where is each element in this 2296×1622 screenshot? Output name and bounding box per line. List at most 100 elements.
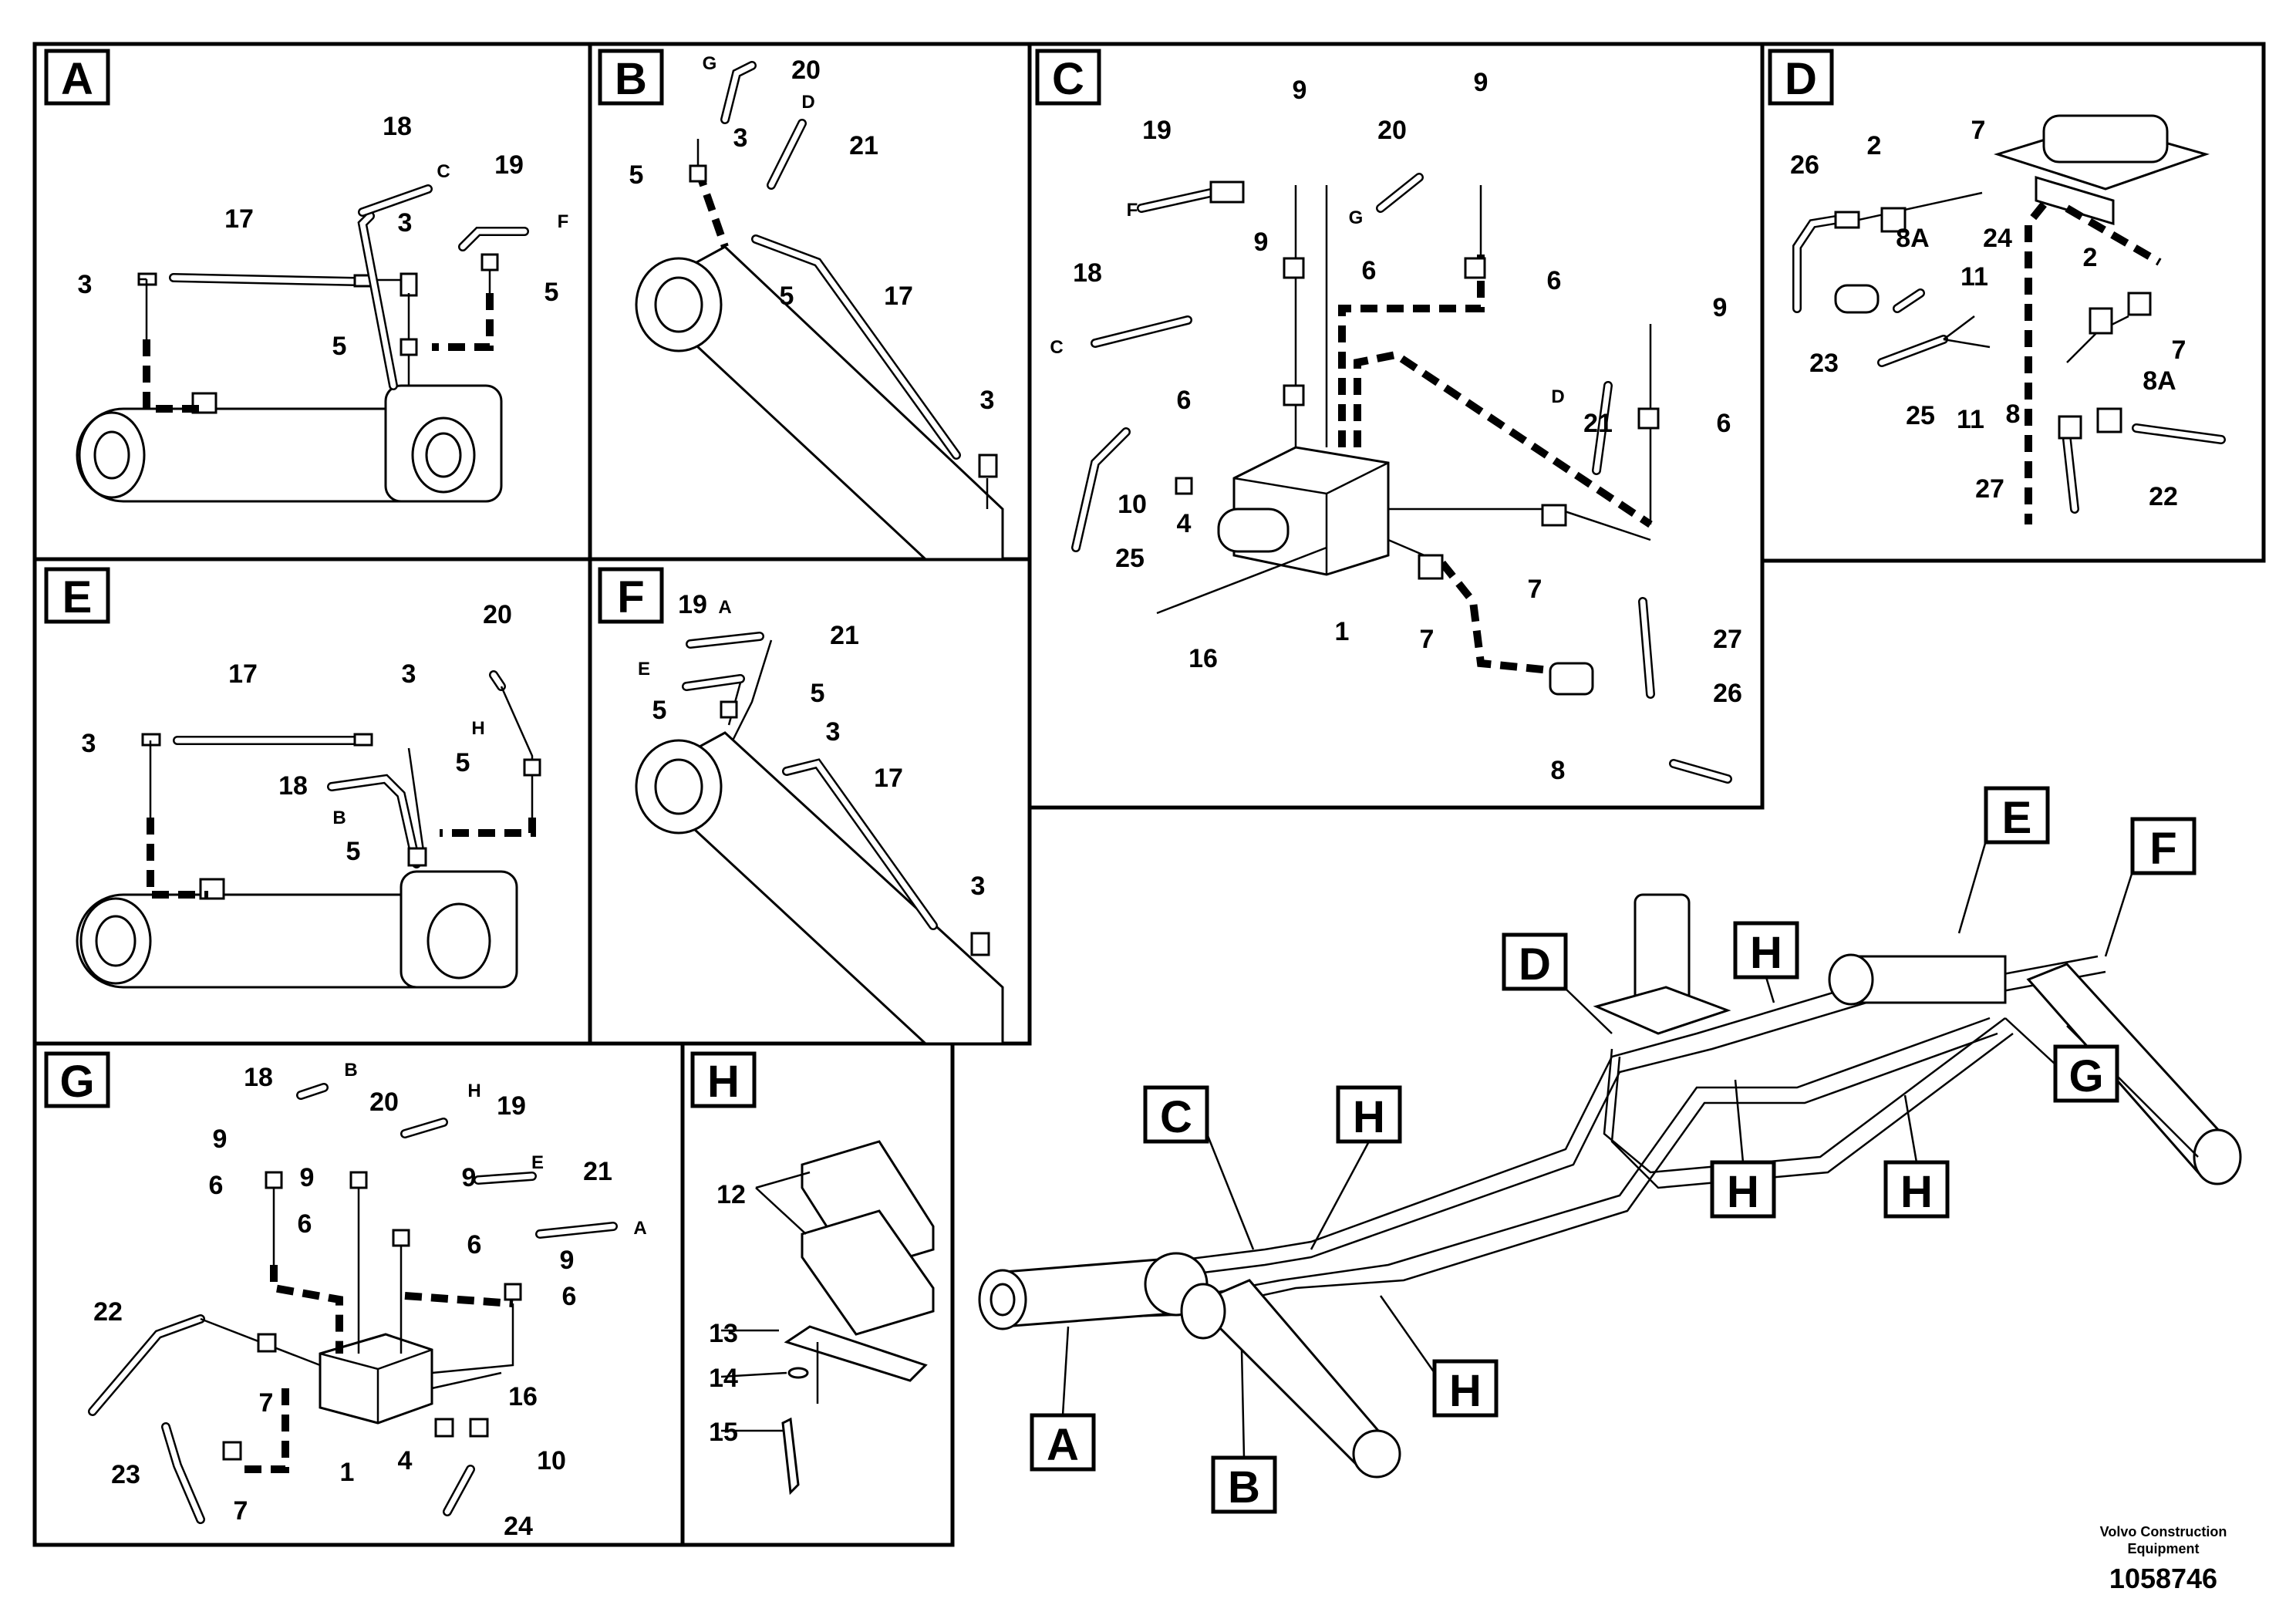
panel-B-label-9: 3 (980, 386, 995, 415)
panel-B-label-3: D (801, 92, 814, 113)
callout-leaders (1061, 840, 2134, 1458)
panel-E-letter-box: E (44, 567, 110, 624)
overview-drawing (978, 893, 2242, 1479)
panel-C-label-4: 20 (1377, 116, 1407, 145)
panel-E-label-8: B (332, 808, 346, 828)
panel-F-label-7: 3 (826, 717, 841, 747)
panel-C-label-1: 9 (1293, 76, 1307, 105)
panel-D-label-8: 23 (1809, 349, 1839, 378)
panel-G-label-8: 21 (583, 1157, 612, 1186)
panel-F-label-1: 19 (678, 590, 707, 619)
panel-E-label-1: 20 (483, 600, 512, 629)
panel-G-label-22: 10 (537, 1446, 566, 1475)
panel-A-label-3: 19 (494, 150, 524, 180)
brand-line-2: Equipment (2127, 1541, 2200, 1556)
svg-text:H: H (1449, 1366, 1482, 1416)
panel-G-label-2: B (344, 1060, 357, 1081)
panel-C-drawing (1071, 173, 1732, 784)
panel-C-label-26: 8 (1551, 756, 1566, 785)
panel-H-label-1: 12 (716, 1180, 746, 1209)
panel-F-drawing (635, 632, 1004, 1045)
panel-D-drawing (1792, 114, 2226, 524)
panel-G-drawing (88, 1083, 618, 1524)
panel-G-label-10: 9 (300, 1163, 315, 1192)
panel-G-letter-box: G (44, 1051, 110, 1108)
panel-G-label-9: 6 (209, 1171, 224, 1200)
panel-C-label-5: F (1127, 200, 1138, 221)
callout-A: A (1030, 1413, 1096, 1472)
panel-C-label-15: 21 (1583, 409, 1613, 438)
panel-B-drawing (635, 61, 1004, 561)
panel-D-label-12: 8 (2006, 400, 2021, 429)
panel-D-label-15: 22 (2149, 482, 2178, 511)
panel-B-label-1: G (703, 53, 717, 74)
panel-D-label-11: 11 (1957, 405, 1984, 434)
panel-A-letter-box: A (44, 49, 110, 106)
callout-H-1: H (1733, 921, 1799, 980)
panel-C-label-17: 10 (1118, 490, 1147, 519)
callout-B: B (1211, 1455, 1277, 1514)
panel-D-label-5: 24 (1983, 224, 2012, 253)
panel-G-label-23: 23 (111, 1460, 140, 1489)
panel-G-label-4: H (467, 1081, 480, 1101)
panel-A-label-7: 3 (398, 208, 413, 238)
panel-G-label-15: 9 (560, 1246, 575, 1275)
panel-C-label-2: 9 (1474, 68, 1489, 97)
svg-text:H: H (1750, 928, 1782, 978)
brand-line-1: Volvo Construction (2099, 1524, 2227, 1539)
svg-text:D: D (1519, 939, 1551, 990)
panel-C-label-14: D (1551, 386, 1564, 407)
panel-G-label-17: 22 (93, 1297, 123, 1327)
panel-A-label-6: 3 (78, 270, 93, 299)
panel-C-label-9: 6 (1547, 266, 1562, 295)
callout-H-2: H (1710, 1160, 1776, 1219)
callout-H-5: H (1432, 1359, 1499, 1418)
panel-A-label-9: 5 (544, 278, 559, 307)
panel-C-label-3: 19 (1142, 116, 1172, 145)
panel-C-label-16: 6 (1717, 409, 1731, 438)
panel-C-label-25: 26 (1713, 679, 1742, 708)
panel-G-label-25: 24 (504, 1512, 533, 1541)
panel-E-label-6: 5 (456, 748, 470, 777)
svg-text:G: G (2068, 1051, 2103, 1101)
svg-text:H: H (707, 1057, 740, 1107)
panel-A-label-5: 17 (224, 204, 254, 234)
panel-C-label-24: 27 (1713, 625, 1742, 654)
panel-D-frame (1760, 42, 2266, 563)
panel-E-label-4: 3 (82, 729, 96, 758)
panel-G-label-14: 6 (467, 1230, 482, 1259)
panel-F-label-6: 5 (811, 679, 825, 708)
panel-B-label-2: 20 (791, 56, 821, 85)
panel-B-label-7: 5 (780, 282, 794, 311)
panel-H-drawing (720, 1140, 935, 1496)
footer: Volvo Construction Equipment 1058746 (2075, 1523, 2252, 1596)
panel-D-label-1: 26 (1790, 150, 1819, 180)
svg-text:B: B (1228, 1462, 1260, 1512)
panel-C-label-11: 9 (1713, 293, 1728, 322)
panel-C-label-8: 6 (1362, 256, 1377, 285)
panel-D-label-6: 11 (1961, 262, 1988, 292)
panel-D-label-4: 8A (1896, 224, 1929, 253)
panel-C-letter-box: C (1035, 49, 1101, 106)
svg-text:D: D (1785, 54, 1817, 104)
svg-text:H: H (1900, 1167, 1933, 1217)
svg-text:G: G (59, 1057, 94, 1107)
document-number: 1058746 (2109, 1563, 2218, 1594)
svg-text:C: C (1052, 54, 1084, 104)
svg-text:C: C (1160, 1092, 1192, 1142)
panel-G-label-16: 6 (562, 1282, 577, 1311)
panel-B-label-5: 21 (849, 131, 878, 160)
callout-F: F (2130, 817, 2197, 875)
panel-B-label-4: 3 (733, 123, 748, 153)
panel-F-label-3: 21 (830, 621, 859, 650)
panel-E-label-7: 18 (278, 771, 308, 801)
callout-H-3: H (1883, 1160, 1950, 1219)
panel-C-label-12: C (1050, 337, 1063, 358)
panel-D-label-2: 2 (1867, 131, 1882, 160)
panel-G-label-7: E (531, 1152, 544, 1173)
panel-C-label-22: 7 (1528, 575, 1542, 604)
panel-D-label-13: 8A (2143, 366, 2176, 396)
panel-A-label-1: 18 (383, 112, 412, 141)
panel-D-letter-box: D (1768, 49, 1834, 106)
